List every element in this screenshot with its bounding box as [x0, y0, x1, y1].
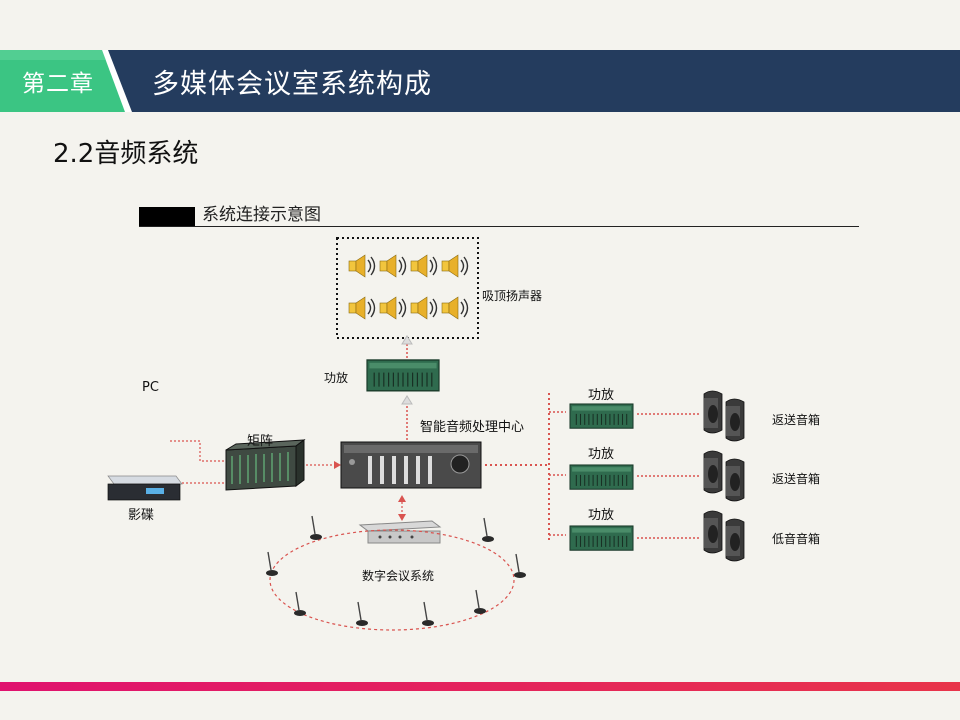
label-pc: PC [142, 380, 159, 395]
amplifier-top-icon [366, 359, 440, 392]
speaker-icon [410, 296, 438, 320]
amplifier-3-icon [569, 525, 634, 551]
speaker-icon [441, 296, 469, 320]
diagram-caption: 系统连接示意图 [202, 205, 321, 225]
speaker-icon [348, 296, 376, 320]
label-amp-3: 功放 [588, 508, 615, 523]
chapter-label: 第二章 [22, 71, 94, 97]
header-background [0, 50, 960, 112]
caption-rule [139, 226, 859, 227]
monitor-speaker-2-icon [703, 450, 745, 502]
label-speaker-1: 返送音箱 [772, 413, 821, 427]
speaker-icon [410, 254, 438, 278]
label-amp-1: 功放 [588, 388, 615, 403]
matrix-icon [225, 439, 306, 491]
amplifier-2-icon [569, 464, 634, 490]
redacted-block [139, 207, 195, 226]
section-title: 2.2音频系统 [53, 139, 199, 169]
speaker-icon [441, 254, 469, 278]
label-amp-top: 功放 [324, 371, 349, 385]
label-dsp-center: 智能音频处理中心 [420, 420, 525, 435]
label-speaker-2: 返送音箱 [772, 472, 821, 486]
label-amp-2: 功放 [588, 447, 615, 462]
label-ceiling-speakers: 吸顶扬声器 [482, 289, 543, 303]
speaker-icon [379, 254, 407, 278]
subwoofer-icon [703, 510, 745, 562]
amplifier-1-icon [569, 403, 634, 429]
footer-rule [0, 682, 960, 691]
header-title: 多媒体会议室系统构成 [152, 69, 432, 100]
speaker-icon [379, 296, 407, 320]
speaker-icon [348, 254, 376, 278]
label-dvd: 影碟 [128, 508, 155, 523]
audio-processor-icon [340, 441, 482, 489]
label-matrix: 矩阵 [247, 434, 274, 449]
conference-unit-icon [358, 520, 442, 544]
label-conference: 数字会议系统 [362, 569, 435, 583]
header-bar: 第二章 多媒体会议室系统构成 [0, 50, 960, 112]
ceiling-speaker-frame [336, 237, 479, 339]
monitor-speaker-1-icon [703, 390, 745, 442]
dvd-player-icon [107, 475, 183, 501]
label-speaker-3: 低音音箱 [772, 532, 821, 546]
